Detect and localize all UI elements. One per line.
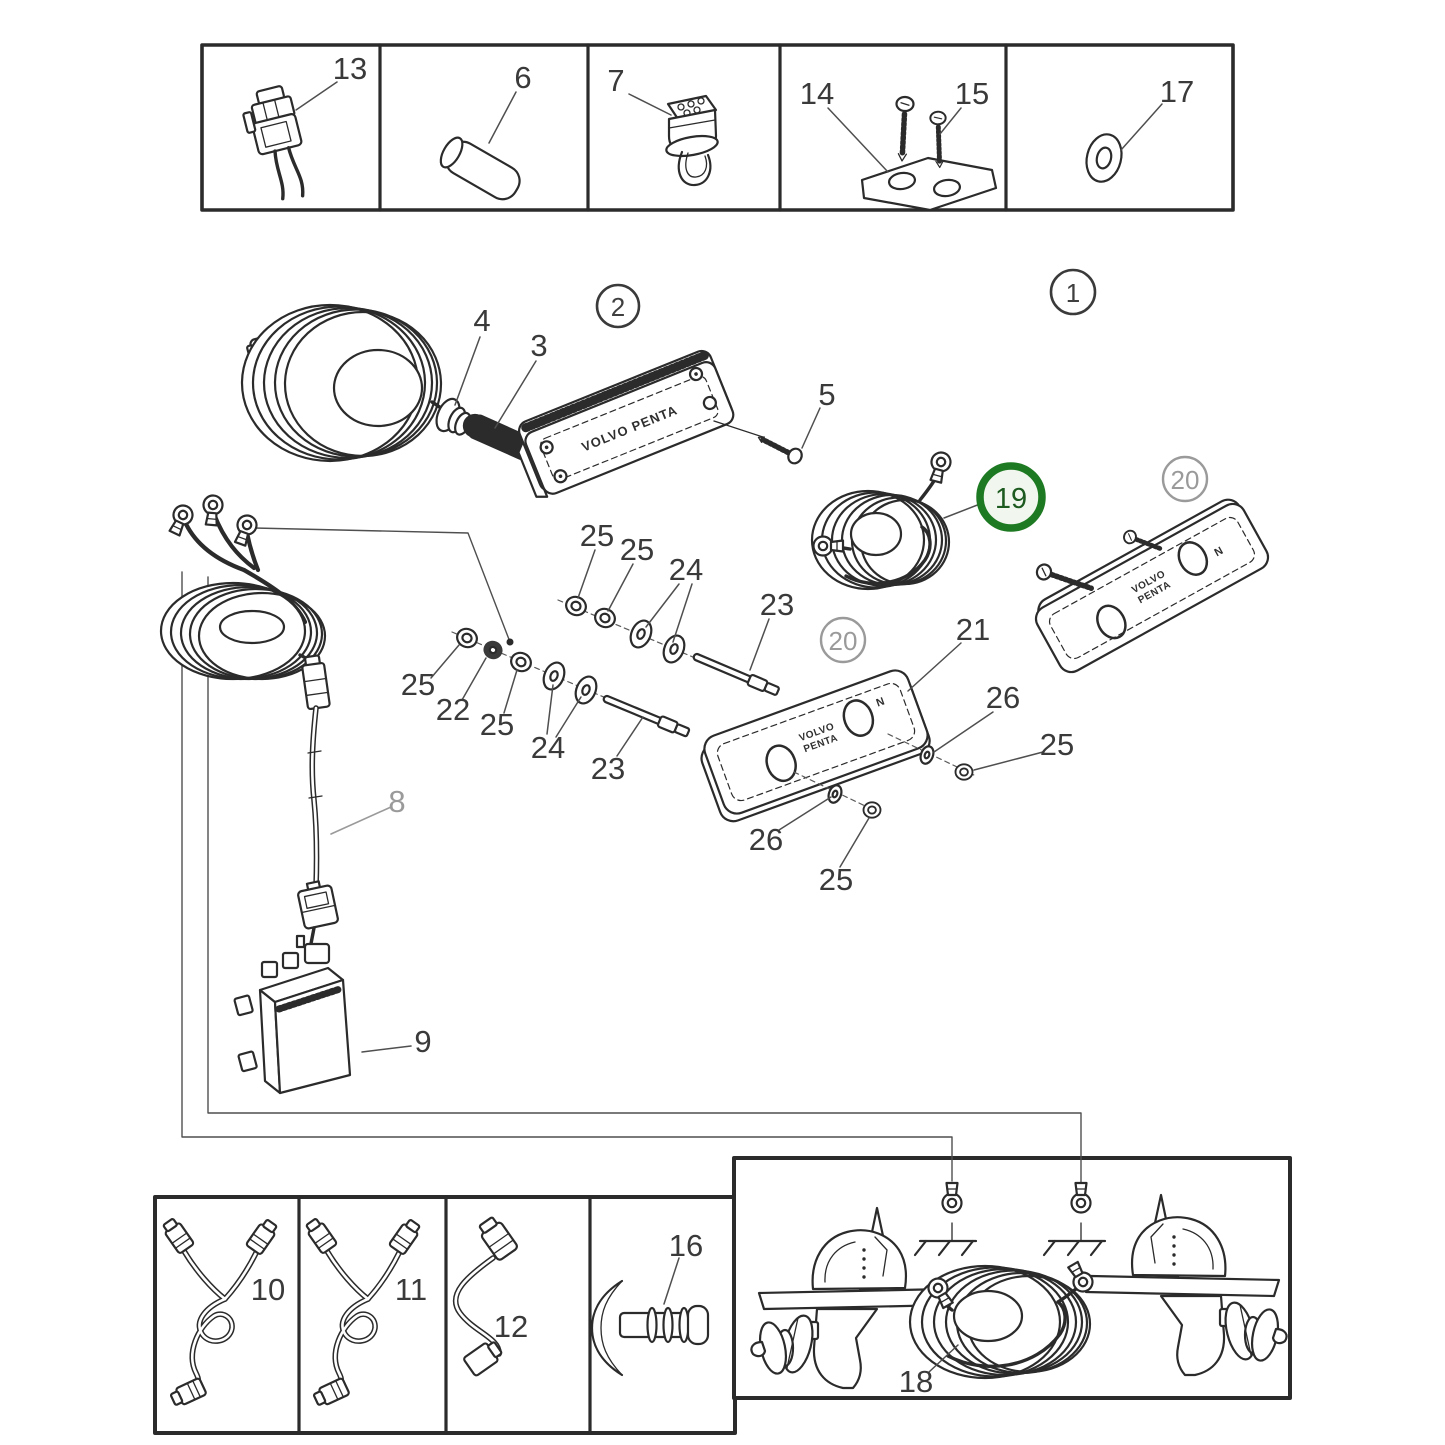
panel20-screw-long	[1035, 563, 1095, 592]
screw-illustration-5	[713, 420, 803, 465]
ground-kit-contents	[750, 1181, 1288, 1390]
callout-23-b[interactable]: 23	[591, 751, 625, 786]
top-parts-strip	[200, 43, 1235, 212]
callout-12[interactable]: 12	[494, 1309, 528, 1344]
callout-26-a[interactable]: 26	[986, 680, 1020, 715]
sleeve-illustration-6	[439, 136, 521, 201]
callout-3[interactable]: 3	[530, 328, 547, 363]
callout-15[interactable]: 15	[955, 76, 989, 111]
callout-25-f[interactable]: 25	[819, 862, 853, 897]
ground-cable-coil-illustration-18	[908, 1258, 1098, 1380]
panel20-screw-short	[1123, 529, 1165, 552]
callout-circle-1[interactable]: 1	[1049, 268, 1097, 316]
callout-23-a[interactable]: 23	[760, 587, 794, 622]
callout-24-a[interactable]: 24	[669, 552, 703, 587]
leader-line-harness-to-stud	[253, 527, 514, 646]
callout-25-e[interactable]: 25	[1040, 727, 1074, 762]
callout-24-b[interactable]: 24	[531, 730, 565, 765]
callout-20-mid-label: 20	[829, 626, 858, 656]
leader-line-harness-to-left-ground	[181, 571, 953, 1182]
callout-leader-lines	[295, 81, 1163, 1373]
callout-20-right-label: 20	[1171, 465, 1200, 495]
callout-1-label: 1	[1066, 278, 1080, 308]
callout-numbers: 13 6 7 14 15 17 4 3 5 25 25 24 23 21 25 …	[251, 51, 1194, 1399]
switch-panel-illustration-20: VOLVO PENTA N	[1034, 498, 1270, 674]
callout-circle-20-right[interactable]: 20	[1161, 455, 1209, 503]
bracket-screws-illustration-14-15	[860, 95, 998, 212]
callout-13[interactable]: 13	[333, 51, 367, 86]
callout-25-d[interactable]: 25	[480, 707, 514, 742]
callout-11[interactable]: 11	[395, 1272, 427, 1307]
switch-panel-illustration-21: VOLVO PENTA N	[700, 669, 977, 823]
callout-circle-2[interactable]: 2	[595, 283, 641, 329]
grommet-plug-illustration-16	[590, 1279, 710, 1377]
hanging-ring-terminal-left	[913, 1181, 978, 1257]
callout-25-a[interactable]: 25	[580, 518, 614, 553]
leader-line-harness-to-right-ground	[207, 576, 1082, 1184]
panel21-neutral-marker: N	[875, 696, 887, 710]
callout-14[interactable]: 14	[800, 76, 834, 111]
callout-10[interactable]: 10	[251, 1272, 285, 1307]
callout-16[interactable]: 16	[669, 1228, 703, 1263]
callout-18[interactable]: 18	[899, 1364, 933, 1399]
callout-26-b[interactable]: 26	[749, 822, 783, 857]
control-panel-illustration-2: VOLVO PENTA	[517, 349, 735, 498]
callout-17[interactable]: 17	[1160, 74, 1194, 109]
ground-cable-coil-illustration-19	[810, 449, 954, 591]
callout-7[interactable]: 7	[607, 63, 624, 98]
callout-22[interactable]: 22	[436, 692, 470, 727]
connector-illustration-13	[242, 85, 305, 201]
callout-4[interactable]: 4	[473, 303, 490, 338]
hanging-ring-terminal-right	[1042, 1181, 1107, 1257]
callout-2-label: 2	[611, 292, 625, 322]
callout-8[interactable]: 8	[388, 784, 405, 819]
callout-6[interactable]: 6	[514, 60, 531, 95]
stud-assembly-upper	[557, 592, 782, 698]
relay-unit-illustration-9	[233, 934, 352, 1095]
washer-illustration-17	[1085, 133, 1123, 183]
coiled-cable-illustration-2	[240, 303, 449, 463]
callout-19-label: 19	[995, 483, 1027, 515]
callout-5[interactable]: 5	[818, 377, 835, 412]
callout-25-b[interactable]: 25	[620, 532, 654, 567]
jumper-cable-illustration-12	[452, 1216, 518, 1377]
callout-21[interactable]: 21	[956, 612, 990, 647]
callout-circle-19-highlighted[interactable]: 19	[976, 462, 1046, 532]
callout-9[interactable]: 9	[414, 1024, 431, 1059]
harness-illustration-8	[159, 493, 339, 956]
stud-assembly-lower	[451, 624, 692, 740]
callout-25-c[interactable]: 25	[401, 667, 435, 702]
callout-circle-20-mid[interactable]: 20	[819, 616, 867, 664]
switch-illustration-7	[665, 94, 719, 187]
